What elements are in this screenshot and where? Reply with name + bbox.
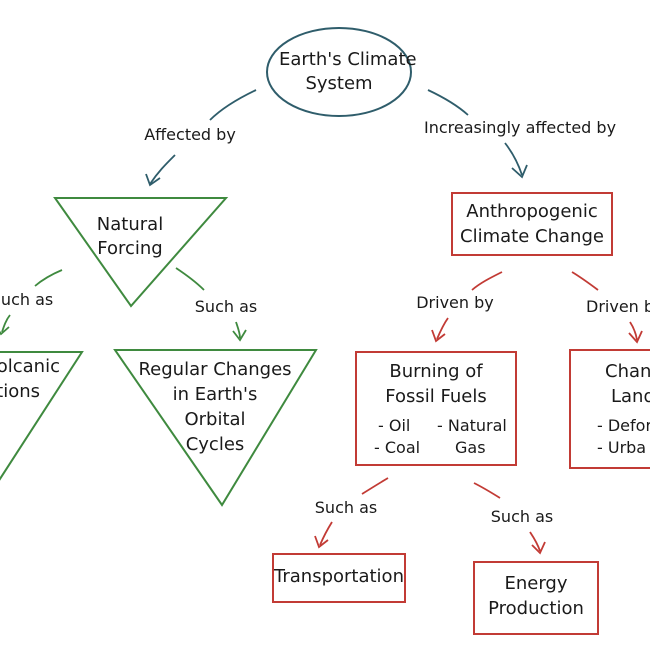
- arrowhead-anthro: [511, 164, 528, 179]
- anthropogenic-line2: Climate Change: [460, 226, 604, 247]
- edge-label-increasingly-affected-by: Increasingly affected by: [423, 118, 617, 137]
- root-label-line1: Earth's Climate: [279, 49, 417, 70]
- arrowhead-fossil: [431, 329, 446, 343]
- transportation-label: Transportation: [274, 566, 404, 587]
- fossil-fuels-box: [355, 351, 517, 466]
- edge-label-such-as-orbital: Such as: [194, 297, 258, 316]
- arrow-anthro-to-land-top: [571, 271, 599, 291]
- arrowhead-transport: [314, 535, 329, 549]
- orbital-line2: in Earth's: [172, 384, 258, 405]
- arrowhead-natural: [145, 173, 161, 187]
- land-line1: Chang: [605, 361, 650, 382]
- volcanic-line1: Volcanic: [0, 356, 60, 377]
- land-item-2: - Urba: [597, 438, 647, 457]
- land-line2: Land: [611, 386, 650, 407]
- natural-forcing-line1: Natural: [96, 214, 164, 235]
- anthropogenic-line1: Anthropogenic: [466, 201, 598, 222]
- arrow-anthro-to-fossil-top: [471, 271, 503, 291]
- volcanic-line2: tions: [0, 381, 40, 402]
- transportation-box: [272, 553, 406, 603]
- arrow-fossil-to-energy-top: [473, 482, 501, 499]
- edge-label-such-as-left: Such as: [0, 290, 54, 309]
- energy-production-box: [473, 561, 599, 635]
- arrow-fossil-to-energy-bottom: [529, 531, 541, 552]
- volcanic-triangle: [0, 351, 84, 481]
- fossil-item-natural: - Natural: [437, 416, 507, 435]
- arrow-anthro-to-fossil-bottom: [436, 317, 449, 340]
- arrow-anthro-to-land-bottom: [629, 321, 638, 341]
- edge-label-such-as-energy: Such as: [490, 507, 554, 526]
- arrow-natural-to-volcanic-bottom: [1, 314, 11, 333]
- edge-label-driven-by-fossil: Driven by: [416, 293, 494, 312]
- arrow-root-to-natural-top: [209, 89, 257, 121]
- arrowhead-energy: [531, 541, 546, 555]
- edge-label-such-as-transport: Such as: [314, 498, 378, 517]
- energy-line2: Production: [488, 598, 584, 619]
- fossil-line2: Fossil Fuels: [385, 386, 487, 407]
- arrow-natural-to-orbital-top: [175, 267, 205, 291]
- land-item-1: - Defor: [597, 416, 650, 435]
- root-ellipse: [266, 27, 412, 117]
- fossil-line1: Burning of: [389, 361, 483, 382]
- arrowhead-volcanic: [0, 326, 10, 336]
- natural-forcing-line2: Forcing: [97, 238, 163, 259]
- fossil-item-oil: - Oil: [378, 416, 411, 435]
- anthropogenic-box: [451, 192, 613, 256]
- energy-line1: Energy: [504, 573, 568, 594]
- orbital-line1: Regular Changes: [138, 359, 292, 380]
- arrow-root-to-anthro-bottom: [504, 142, 523, 176]
- edge-label-driven-by-land: Driven b: [586, 297, 650, 316]
- fossil-item-coal: - Coal: [374, 438, 421, 457]
- land-box: [569, 349, 650, 469]
- arrow-fossil-to-transport-top: [361, 477, 389, 495]
- arrow-root-to-anthro-top: [427, 89, 469, 116]
- arrowhead-land: [628, 330, 643, 344]
- natural-forcing-triangle: [53, 197, 229, 308]
- orbital-triangle: [113, 349, 318, 507]
- arrow-natural-to-volcanic-top: [34, 269, 63, 287]
- orbital-line4: Cycles: [185, 434, 245, 455]
- root-label-line2: System: [305, 73, 373, 94]
- fossil-item-gas: Gas: [455, 438, 486, 457]
- arrow-root-to-natural-bottom: [149, 154, 176, 185]
- edge-label-affected-by: Affected by: [144, 125, 236, 144]
- orbital-line3: Orbital: [184, 409, 246, 430]
- arrow-natural-to-orbital-bottom: [235, 321, 241, 339]
- arrow-fossil-to-transport-bottom: [319, 521, 333, 546]
- arrowhead-orbital: [232, 329, 247, 342]
